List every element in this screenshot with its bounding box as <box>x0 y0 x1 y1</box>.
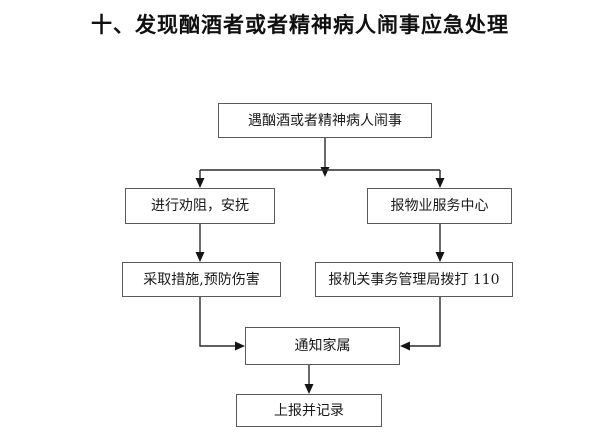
edge-right2-to-notify <box>407 297 441 347</box>
arrowhead-left1-to-left2 <box>195 252 205 262</box>
node-report-and-record-label: 上报并记录 <box>274 402 344 419</box>
arrowhead-right2-to-notify <box>400 341 410 351</box>
node-dissuade-comfort[interactable]: 进行劝阻，安抚 <box>125 188 275 224</box>
page-title: 十、发现酗酒者或者精神病人闹事应急处理 <box>91 13 509 37</box>
node-report-authority-call-110[interactable]: 报机关事务管理局拨打 110 <box>315 262 513 297</box>
arrowhead-start-to-branch <box>320 167 330 177</box>
arrowhead-left2-to-notify <box>235 341 245 351</box>
node-report-authority-call-110-label: 报机关事务管理局拨打 110 <box>328 271 500 288</box>
node-start[interactable]: 遇酗酒或者精神病人闹事 <box>218 103 432 138</box>
node-dissuade-comfort-label: 进行劝阻，安抚 <box>151 198 249 214</box>
node-take-measures-prevent-injury[interactable]: 采取措施,预防伤害 <box>122 262 281 297</box>
edge-left2-to-notify <box>199 297 238 347</box>
node-take-measures-prevent-injury-label: 采取措施,预防伤害 <box>143 271 260 288</box>
node-report-property-service-center[interactable]: 报物业服务中心 <box>367 188 512 224</box>
node-start-label: 遇酗酒或者精神病人闹事 <box>248 112 402 129</box>
arrowhead-right1-to-right2 <box>435 252 445 262</box>
arrowhead-branch-to-left1 <box>195 178 205 188</box>
node-report-property-service-center-label: 报物业服务中心 <box>390 198 489 214</box>
arrowhead-notify-to-report <box>304 384 314 394</box>
arrowhead-branch-to-right1 <box>435 178 445 188</box>
node-notify-family[interactable]: 通知家属 <box>245 327 400 365</box>
node-report-and-record[interactable]: 上报并记录 <box>236 394 382 427</box>
node-notify-family-label: 通知家属 <box>294 338 351 354</box>
